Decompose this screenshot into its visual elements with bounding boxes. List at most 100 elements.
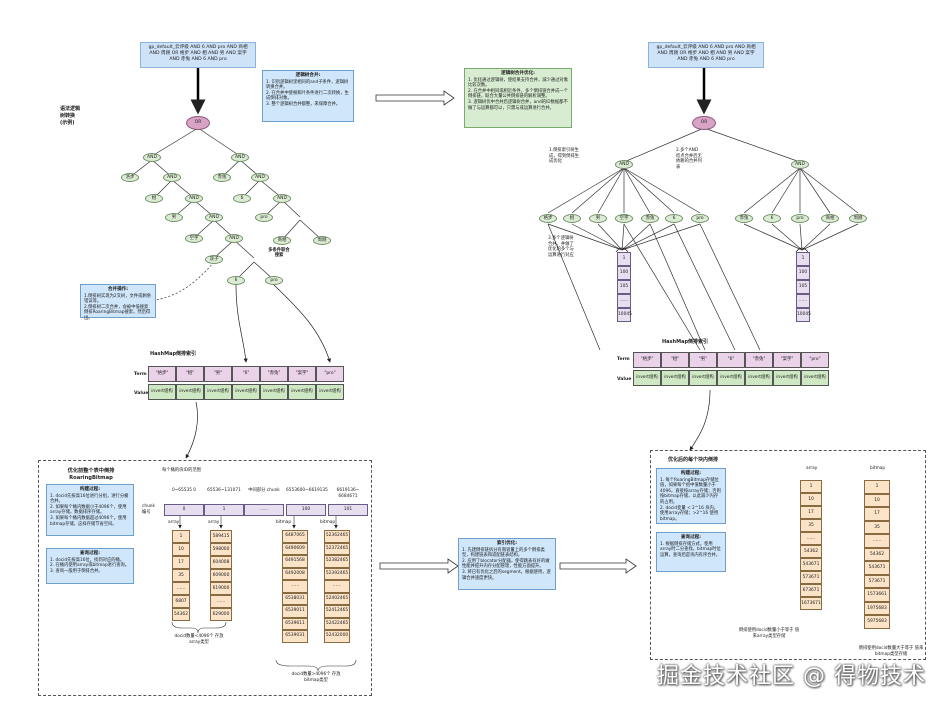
optimized-title: 优化后的每个块内倒排 [668, 457, 719, 463]
tree-node: AND [251, 173, 269, 182]
merge-note-line: 3. 整个逻辑树合并都整，来保障合并。 [266, 101, 341, 107]
hashmap-value-cell: invert组构 [661, 370, 689, 386]
merge-note-title: 逻辑树合并: [295, 73, 321, 78]
chunk-range-label: 0~65535 0 [171, 488, 197, 493]
array-cell: 6539611 [282, 617, 308, 630]
merge-ops-line: 1.倒排树实现为2叉树，文件或剩余错误等。 [84, 293, 151, 305]
left-value-label: Value [134, 391, 149, 396]
hashmap-term-cell: "案宇" [773, 352, 801, 368]
opt-bitmap-cell: 10 [864, 493, 890, 507]
tree-node: pro [691, 214, 709, 223]
opt-array-cell: 1673671 [800, 597, 822, 610]
hashmap-term-cell: "格步" [633, 352, 661, 368]
bitmap-note: docid数量>4096个 存放bitmap类型 [291, 672, 341, 683]
br-bitmap-note: 倒排使用docid数量大于等于 值来bitmap类型存储 [858, 646, 924, 657]
array-note: docid数量<4096个 存放array类型 [174, 634, 224, 645]
build-process-title: 构建过程: [79, 487, 101, 492]
bucket-header-note: 每个桶的块ID的范围 [162, 468, 201, 473]
tree-node: AND [163, 173, 181, 182]
chunk-cell: ...... [244, 504, 284, 516]
chunk-range-label: 6553600~6619135 [286, 488, 328, 493]
hashmap-value-cell: invert组构 [773, 370, 801, 386]
build-process-line: 2. 如果每个桶内数据小于4096个，使用array存储，数据排序存储。 [50, 504, 127, 516]
chunk-range-label: 中间部分 chunk [248, 488, 280, 493]
array-cell: 10 [172, 543, 190, 556]
merge-ops-box: 合并操作: 1.倒排树实现为2叉树，文件或剩余错误等。 2.倒排树二次合并，会被… [80, 284, 156, 321]
left-term-label: Term [134, 372, 147, 377]
array-cell: 17 [172, 556, 190, 569]
hashmap-term-cell: "案宇" [288, 366, 316, 382]
tree-node: 6 [233, 194, 251, 203]
tree-node: 赤兔 [641, 214, 659, 223]
opt-bitmap-cell: 35 [864, 520, 890, 534]
hashmap-term-cell: "相" [176, 366, 204, 382]
tree-node: 格步 [539, 214, 557, 223]
index-optimization-line: 3. 将已有优化之后的segment。根据使用，逻辑合并速度更快。 [462, 569, 551, 581]
array-cell: 6491568 [282, 555, 308, 568]
opt-bitmap-cell: 1 [864, 480, 890, 494]
array-cell: 52382465 [324, 555, 350, 568]
watermark: 掘金技术社区 @ 得物技术 [657, 664, 926, 689]
hashmap-value-cell: invert组构 [745, 370, 773, 386]
opt-build-line: 2. docid变量 < 2^16 块内，使用array存储；>2^16 使用b… [660, 505, 719, 522]
right-hashmap-title: HashMap倒排索引 [662, 339, 709, 345]
array-cell: 6539011 [282, 605, 308, 618]
tree-node: AND [205, 213, 223, 222]
opt-bitmap-cell: 1573661 [864, 588, 890, 602]
hashmap-value-cell: invert组构 [689, 370, 717, 386]
build-process-line: 1. docid先按高16位进行分组，进行分桶合并。 [50, 493, 129, 505]
tree-node: 商相 [821, 214, 839, 223]
array-cell: ...... [282, 580, 308, 593]
posting-cell: 100 [617, 266, 631, 280]
chunk-range-label: 65536~131071 [207, 488, 241, 493]
chunk-cell: 101 [328, 504, 368, 516]
chunk-cell: 0 [164, 504, 204, 516]
optimization-note-box: 逻辑树合并优化: 1. 优化通过逻辑树，使结果支持合并，减少通过对象比较次数。 … [464, 68, 572, 128]
hashmap-value-cell: invert组构 [148, 384, 176, 400]
opt-bitmap-cell: 573671 [864, 574, 890, 588]
array-cell: 54362 [172, 608, 190, 621]
optimization-note-line: 2. 在合并中相同或相近条件，多个倒排链合并成一个倒排链，既合大量公共倒排链的解… [468, 88, 568, 100]
roaring-bitmap-panel [38, 460, 372, 696]
index-optimization-line: 1. 先建倒排链拆分有限容量上的多个倒排类型，构建链表和适配链表结构。 [462, 547, 545, 559]
hashmap-value-cell: invert组构 [204, 384, 232, 400]
hashmap-value-cell: invert组构 [801, 370, 829, 386]
right-query-text: gp_default_云评级 AND 6 AND pro AND 商相 AND … [656, 45, 756, 62]
array-cell: 6490609 [282, 542, 308, 555]
array-cell: 6807 [172, 595, 190, 608]
query-process-line: 1. docid先按高16位，找到对应的桶。 [50, 557, 125, 563]
hashmap-value-cell: invert组构 [176, 384, 204, 400]
index-optimization-line: 2. 应用了blocator分配器，使得跳表有好的做性能并提升内存分配管理，性能… [462, 558, 550, 570]
opt-array-cell: 54362 [800, 545, 822, 558]
chunk-cell: 1 [204, 504, 244, 516]
opt-bitmap-cell: 543671 [864, 561, 890, 575]
array-cell: 52422465 [324, 617, 350, 630]
hashmap-term-cell: "6" [717, 352, 745, 368]
opt-query-line: 1. 根据倒排存储方式，使用array时二分查找，bitmap时位运算，查询后是… [660, 541, 721, 558]
right-note-1: 1.倒排索引树生成，得到倒排生成优化 [549, 148, 580, 165]
syntax-tree-label: 语法逻辑树转换 (示例) [60, 106, 81, 126]
array-cell: 6538031 [282, 592, 308, 605]
roaring-title-line1: 优化前整个表中倒排 [67, 468, 115, 474]
array-label-2: array [208, 520, 220, 525]
merge-ops-line: 2.倒排树二次合并，会被中低搜索倒排RoaringBitmap搜索，然后得出。 [84, 304, 151, 321]
opt-query-title: 查询过程: [680, 535, 702, 540]
br-bitmap-label: bitmap [870, 466, 886, 471]
query-process-line: 3. 查询一般用于倒排合并。 [50, 568, 103, 574]
tree-node: AND [615, 160, 633, 169]
opt-bitmap-cell: 17 [864, 507, 890, 521]
build-process-box: 构建过程: 1. docid先按高16位进行分组，进行分桶合并。 2. 如果每个… [46, 484, 134, 536]
left-query-box: gp_default_云评级 AND 6 AND pro AND 商相 AND … [140, 42, 256, 68]
array-cell: ...... [210, 595, 232, 608]
query-process-box: 查询过程: 1. docid先按高16位，找到对应的桶。 2. 在桶内使用arr… [46, 548, 134, 584]
array-cell: 604008 [210, 556, 232, 569]
array-cell: 52372465 [324, 542, 350, 555]
array-cell: 619000 [210, 582, 232, 595]
array-cell: 52392465 [324, 567, 350, 580]
opt-array-cell: 10 [800, 493, 822, 506]
left-hashmap-title: HashMap倒排索引 [150, 351, 197, 357]
array-cell: 598000 [210, 543, 232, 556]
tree-node: AND [185, 194, 203, 203]
array-cell: 52412465 [324, 605, 350, 618]
hashmap-term-cell: "男" [689, 352, 717, 368]
